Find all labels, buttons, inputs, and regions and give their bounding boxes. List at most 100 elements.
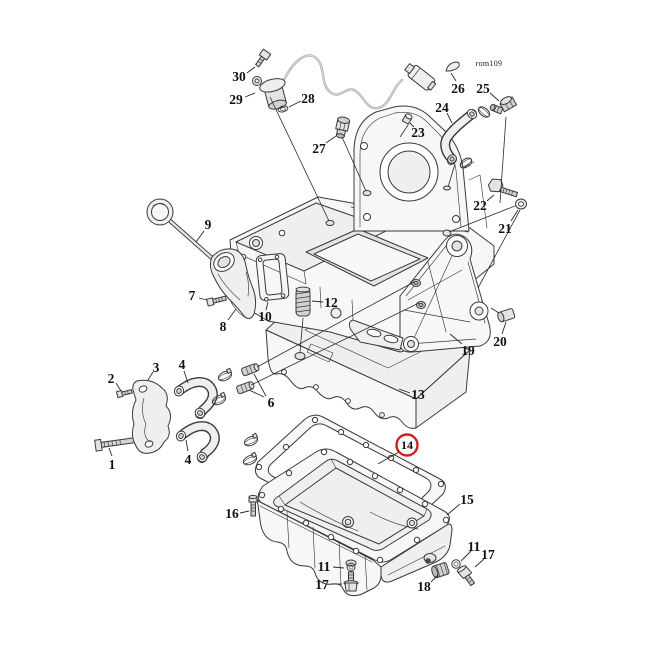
callout-label-23: 23: [411, 125, 425, 140]
callout-leader-27: [325, 135, 337, 144]
callout-label-1: 1: [109, 457, 116, 472]
callout-label-28: 28: [301, 91, 315, 106]
callout-leader-8: [227, 308, 237, 321]
callout-label-4: 4: [179, 357, 186, 372]
callout-label-7: 7: [189, 288, 196, 303]
callout-label-3: 3: [153, 360, 160, 375]
assembly-line: [269, 96, 330, 222]
callout-label-8: 8: [220, 319, 227, 334]
part-sensor-29: [252, 76, 287, 110]
callout-leader-18: [430, 574, 439, 583]
part-spring-12: [295, 286, 311, 317]
callout-label-10: 10: [258, 309, 272, 324]
callout-label-2: 2: [108, 371, 115, 386]
callout-label-20: 20: [493, 334, 507, 349]
part-plug-23: [401, 113, 413, 125]
part-bolt-22: [487, 178, 519, 198]
part-plug-18: [431, 562, 450, 579]
assembly-line: [341, 136, 367, 192]
callout-label-17: 17: [315, 577, 329, 592]
callout-label-22: 22: [473, 198, 487, 213]
callout-label-21: 21: [498, 221, 512, 236]
part-fitting-27: [335, 116, 351, 139]
callout-leader-14: [377, 451, 400, 465]
part-drain-bolt-17-left: [343, 571, 359, 592]
part-drain-bolt-17-right: [456, 565, 476, 587]
callout-leader-21: [510, 209, 519, 222]
callout-label-6: 6: [268, 395, 275, 410]
assembly-line: [490, 307, 500, 314]
part-dipstick-tube-8: [209, 248, 257, 320]
part-bushing-20: [497, 308, 516, 323]
callout-leader-20: [501, 321, 507, 335]
part-sensor-cable: [280, 54, 404, 110]
callout-leader-6: [253, 373, 267, 397]
callout-leader-1: [108, 447, 113, 457]
callout-leader-23: [409, 122, 415, 128]
part-oring-11-right: [451, 559, 461, 569]
callout-leader-19: [449, 333, 463, 345]
callout-label-16: 16: [225, 506, 239, 521]
callout-label-14-highlighted: 14: [401, 438, 413, 452]
callout-leader-4: [185, 439, 189, 452]
callout-leader-3: [147, 371, 154, 381]
assembly-line: [499, 116, 507, 204]
callout-leader-12: [311, 300, 324, 303]
part-oring-11-left: [346, 562, 356, 572]
callout-label-4: 4: [185, 452, 192, 467]
part-hoses-4: [173, 377, 220, 463]
part-washer-21: [515, 198, 527, 210]
part-hose-clamps: [211, 367, 259, 466]
assembly-line: [256, 281, 415, 368]
assembly-line: [399, 124, 409, 138]
part-oring-28: [277, 105, 289, 113]
callout-label-15: 15: [460, 492, 474, 507]
callout-label-9: 9: [205, 217, 212, 232]
callout-label-12: 12: [324, 295, 338, 310]
callout-leader-9: [195, 230, 205, 243]
callout-leader-30: [246, 66, 256, 74]
pan-bolt-holes: [258, 448, 450, 564]
callout-label-17: 17: [481, 547, 495, 562]
callout-label-29: 29: [229, 92, 243, 107]
part-connector: [404, 63, 437, 91]
rear-truss-bracket: [348, 233, 491, 353]
assembly-line: [447, 163, 456, 188]
callout-leader-16: [239, 510, 250, 514]
callout-leader-11: [332, 566, 345, 569]
callout-label-11: 11: [468, 539, 481, 554]
callout-label-30: 30: [232, 69, 246, 84]
callout-label-13: 13: [411, 387, 425, 402]
callout-leader-25: [489, 92, 500, 102]
part-hose-24: [440, 109, 478, 164]
part-bolt-16: [248, 495, 258, 517]
assembly-line: [299, 317, 304, 353]
callout-leader-22: [486, 194, 495, 202]
part-clip-26: [445, 61, 460, 72]
callout-leader-7: [198, 297, 208, 301]
callout-leader-6: [248, 389, 265, 398]
callout-leader-28: [288, 100, 302, 108]
part-gasket-10: [255, 253, 290, 302]
part-bolt-2: [115, 389, 133, 399]
callout-leader-13: [398, 388, 411, 394]
part-fittings-6: [236, 363, 260, 395]
callout-leader-24: [446, 112, 453, 124]
callout-label-24: 24: [435, 100, 449, 115]
callout-leader-10: [265, 301, 269, 311]
assembly-line: [477, 209, 521, 289]
callout-leader-29: [244, 92, 256, 98]
part-bracket-3: [131, 379, 172, 454]
callout-label-26: 26: [451, 81, 465, 96]
callout-label-27: 27: [312, 141, 326, 156]
watermark-text: rom109: [476, 59, 503, 68]
hose-24-clamps: [459, 106, 491, 169]
part-fitting-25: [489, 96, 518, 115]
callout-leader-11: [460, 550, 472, 562]
callout-label-19: 19: [461, 343, 475, 358]
callout-leader-4: [183, 370, 189, 384]
callout-leader-17: [474, 558, 485, 568]
